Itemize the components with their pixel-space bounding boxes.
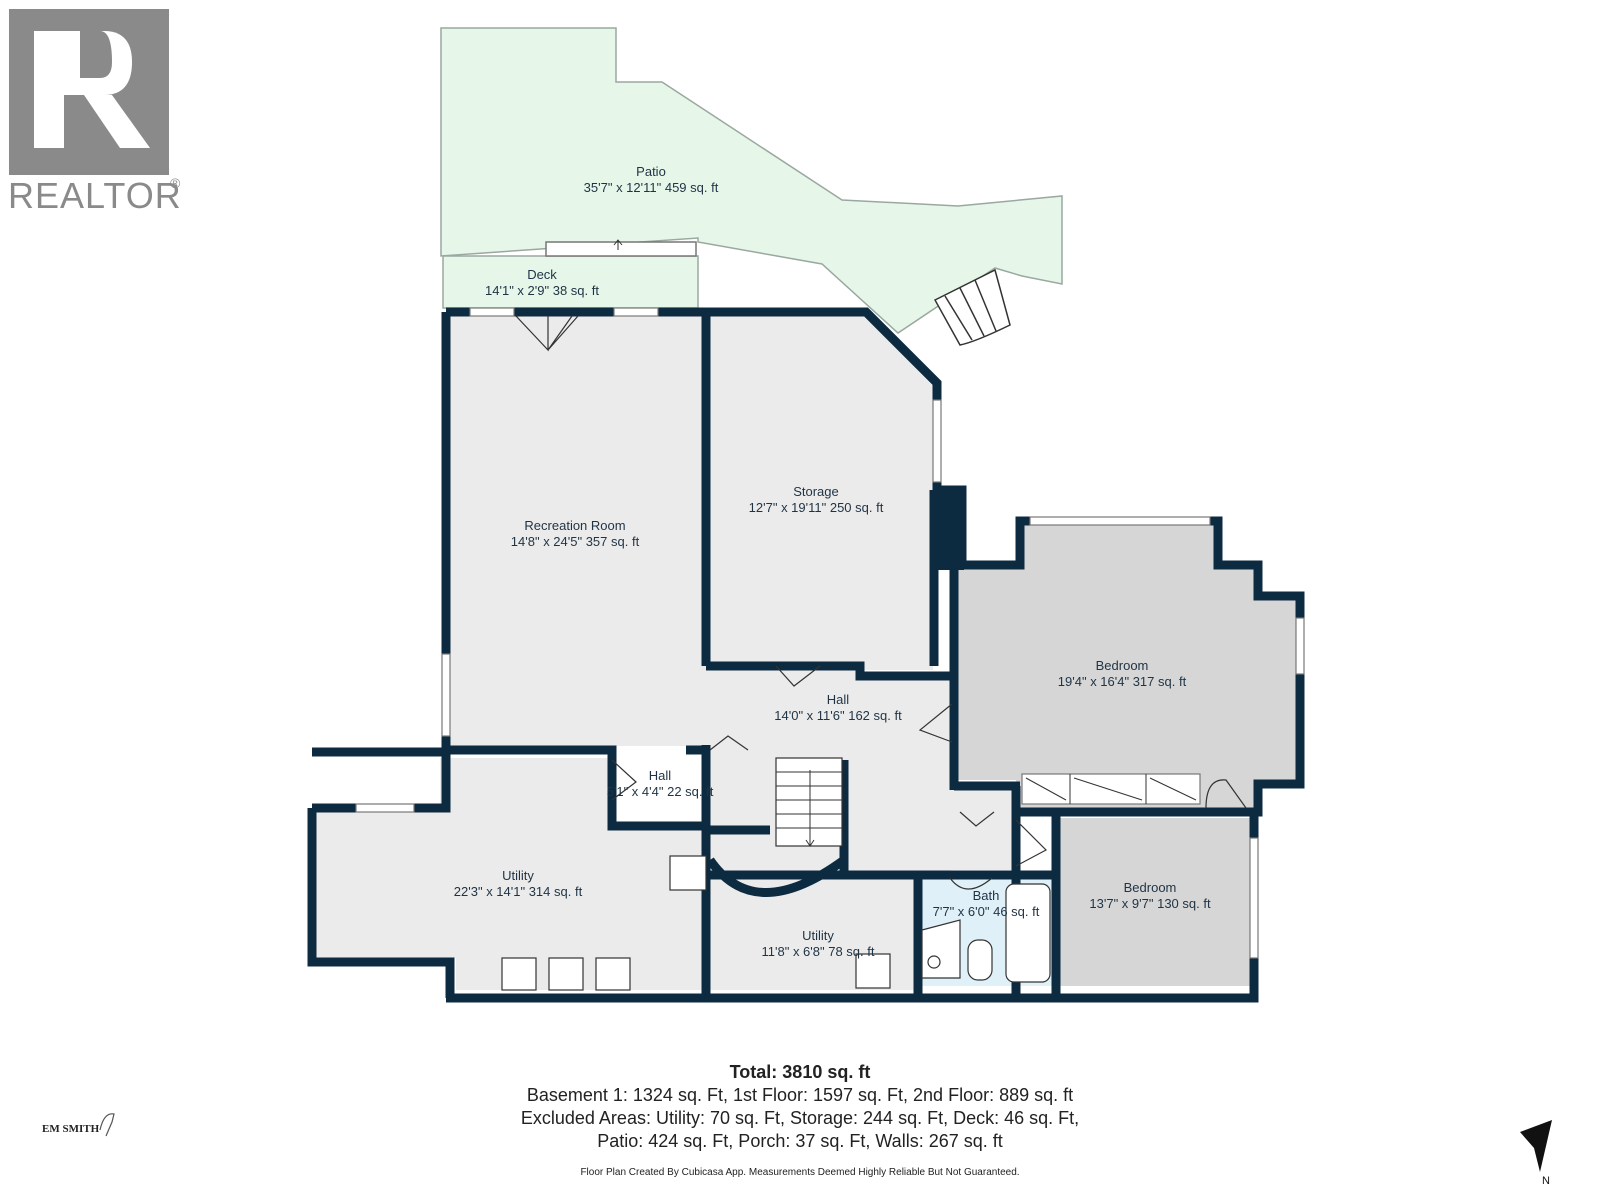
- patio-area: [440, 27, 1063, 334]
- brand-name: EM SMITH: [42, 1123, 100, 1135]
- bath-dims: 7'7" x 6'0" 46 sq. ft: [933, 904, 1040, 919]
- total-area: Total: 3810 sq. ft: [729, 1062, 871, 1082]
- bedroom2-fill: [1058, 818, 1254, 986]
- utility1-label: Utility: [502, 868, 534, 883]
- deck-dims: 14'1" x 2'9" 38 sq. ft: [485, 283, 599, 298]
- bedroom1-label: Bedroom: [1096, 658, 1149, 673]
- bedroom1-dims: 19'4" x 16'4" 317 sq. ft: [1058, 674, 1187, 689]
- realtor-wordmark: REALTOR: [8, 175, 182, 216]
- bedroom1-fill: [958, 524, 1296, 808]
- wall-column: [936, 490, 964, 570]
- utility2-label: Utility: [802, 928, 834, 943]
- storage-label: Storage: [793, 484, 839, 499]
- summary-line-1: Basement 1: 1324 sq. Ft, 1st Floor: 1597…: [526, 1085, 1074, 1105]
- patio-steps: [933, 268, 1011, 346]
- summary-line-2: Excluded Areas: Utility: 70 sq. Ft, Stor…: [520, 1108, 1080, 1128]
- credit-note: Floor Plan Created By Cubicasa App. Meas…: [580, 1167, 1020, 1178]
- deck-entry-arrow-icon: [613, 239, 623, 250]
- bedroom2-dims: 13'7" x 9'7" 130 sq. ft: [1089, 896, 1211, 911]
- utility1-dims: 22'3" x 14'1" 314 sq. ft: [454, 884, 583, 899]
- recreation-room-dims: 14'8" x 24'5" 357 sq. ft: [511, 534, 640, 549]
- realtor-logo: REALTOR ®: [8, 9, 182, 216]
- staircase: [706, 757, 847, 897]
- brand-logo: EM SMITH: [42, 1113, 115, 1137]
- doors: [515, 315, 1247, 890]
- bedroom2-label: Bedroom: [1124, 880, 1177, 895]
- deck-railing: [545, 241, 697, 257]
- compass-label: N: [1542, 1175, 1550, 1187]
- deck-label: Deck: [527, 267, 557, 282]
- compass-icon: N: [1520, 1120, 1552, 1187]
- hall1-label: Hall: [827, 692, 850, 707]
- hall1-dims: 14'0" x 11'6" 162 sq. ft: [774, 708, 902, 723]
- closet-shelves: [1025, 774, 1197, 804]
- patio-dims: 35'7" x 12'11" 459 sq. ft: [584, 180, 719, 195]
- storage-fill: [710, 316, 933, 670]
- recreation-room-label: Recreation Room: [524, 518, 625, 533]
- hall2-dims: 5'1" x 4'4" 22 sq. ft: [607, 784, 714, 799]
- utility2-dims: 11'8" x 6'8" 78 sq. ft: [762, 944, 875, 959]
- horse-icon: [99, 1113, 115, 1137]
- area-summary: Total: 3810 sq. ft Basement 1: 1324 sq. …: [0, 1060, 1600, 1178]
- registered-mark: ®: [170, 175, 181, 191]
- summary-line-3: Patio: 424 sq. Ft, Porch: 37 sq. Ft, Wal…: [597, 1131, 1003, 1151]
- patio-label: Patio: [636, 164, 666, 179]
- bath-label: Bath: [973, 888, 1000, 903]
- fixtures: [501, 855, 1051, 991]
- recreation-room-fill: [446, 316, 1016, 990]
- windows: [355, 307, 1305, 959]
- hall2-label: Hall: [649, 768, 672, 783]
- deck-area: [442, 255, 699, 309]
- storage-dims: 12'7" x 19'11" 250 sq. ft: [749, 500, 884, 515]
